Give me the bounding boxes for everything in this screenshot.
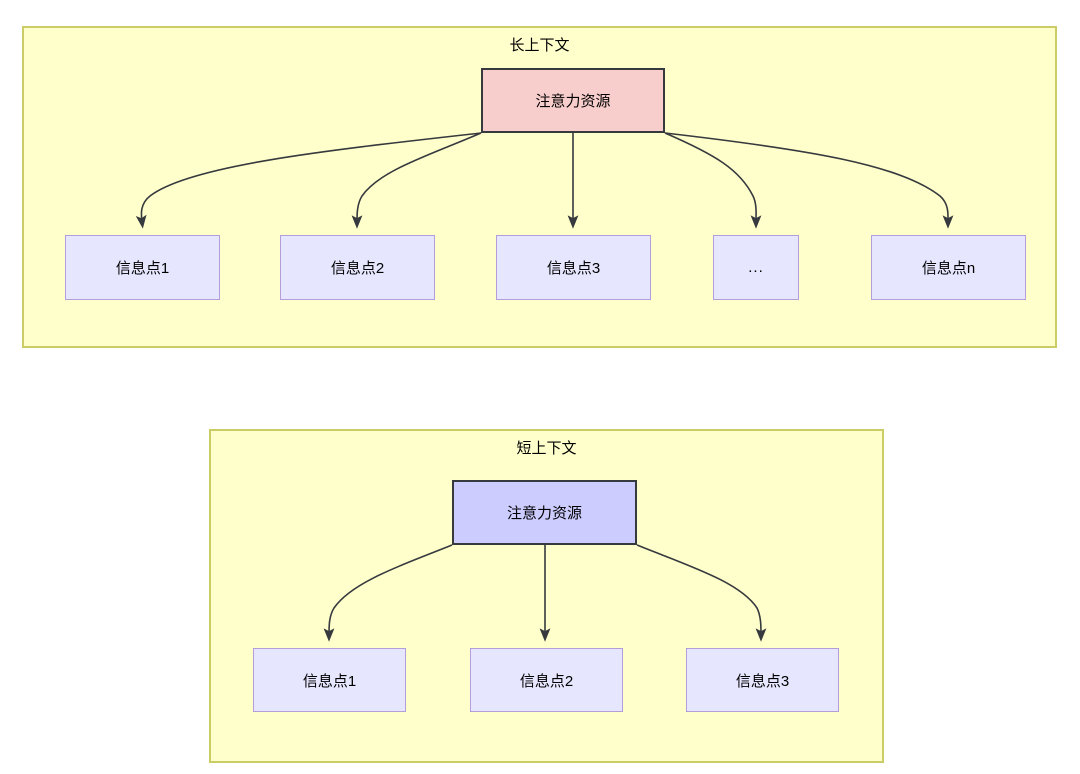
short-info-node-1-label: 信息点1 xyxy=(302,672,357,690)
short-context-title: 短上下文 xyxy=(516,440,577,457)
short-info-node-2-label: 信息点2 xyxy=(519,672,574,690)
short-info-node-3[interactable]: 信息点3 xyxy=(686,648,839,712)
short-attention-resource-node[interactable]: 注意力资源 xyxy=(452,480,637,545)
long-info-node-2[interactable]: 信息点2 xyxy=(280,235,435,300)
long-info-node-ellipsis[interactable]: ... xyxy=(713,235,799,300)
long-attention-resource-node[interactable]: 注意力资源 xyxy=(481,68,665,133)
long-info-node-n[interactable]: 信息点n xyxy=(871,235,1026,300)
short-info-node-2[interactable]: 信息点2 xyxy=(470,648,623,712)
long-info-node-3[interactable]: 信息点3 xyxy=(496,235,651,300)
long-attention-resource-label: 注意力资源 xyxy=(535,93,611,110)
long-info-node-ellipsis-label: ... xyxy=(748,259,764,276)
short-attention-resource-label: 注意力资源 xyxy=(506,505,582,522)
long-info-node-1[interactable]: 信息点1 xyxy=(65,235,220,300)
long-info-node-n-label: 信息点n xyxy=(921,260,976,277)
long-context-title: 长上下文 xyxy=(509,37,570,54)
long-info-node-3-label: 信息点3 xyxy=(546,260,601,277)
short-info-node-1[interactable]: 信息点1 xyxy=(253,648,406,712)
long-info-node-1-label: 信息点1 xyxy=(115,260,170,277)
short-info-node-3-label: 信息点3 xyxy=(735,672,790,690)
long-info-node-2-label: 信息点2 xyxy=(330,260,385,277)
